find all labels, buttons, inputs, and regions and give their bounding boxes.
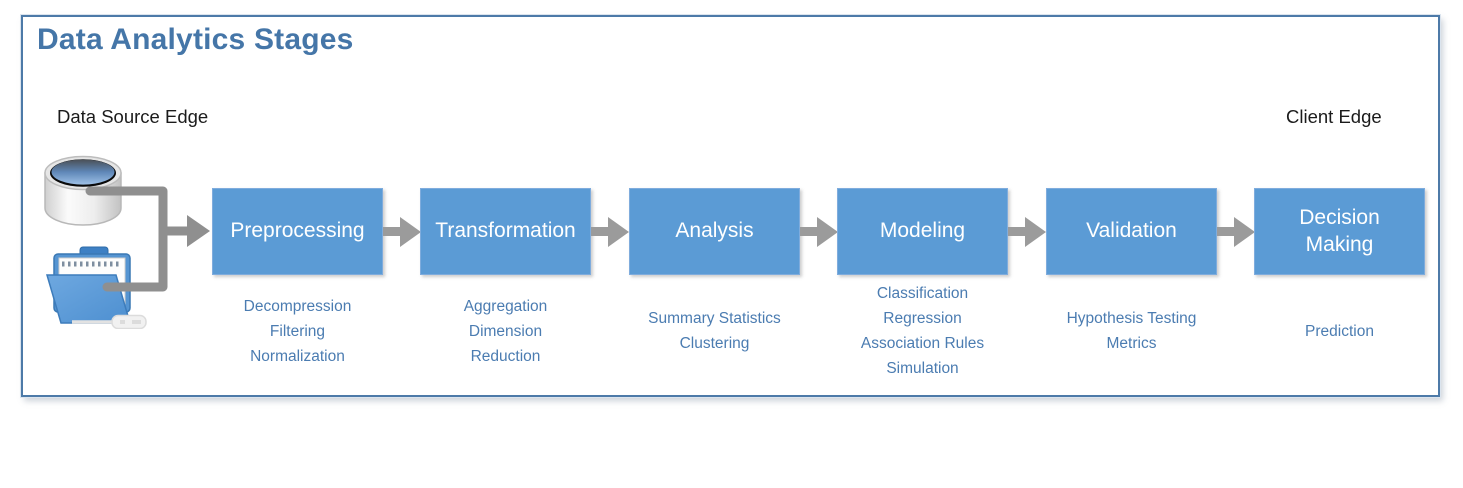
arrowhead-icon — [187, 215, 210, 247]
client-edge-label: Client Edge — [1286, 106, 1382, 127]
technique-item: Dimension — [468, 322, 543, 340]
database-icon — [44, 155, 122, 226]
technique-item: Hypothesis Testing — [1066, 310, 1197, 327]
diagram-title: Data Analytics Stages — [37, 23, 354, 56]
flow-arrow-icon — [1217, 188, 1255, 275]
arrow-shaft — [383, 227, 400, 236]
stage-box: Decision Making — [1254, 188, 1425, 275]
stage-box: Modeling — [837, 188, 1008, 275]
technique-item: Prediction — [1305, 322, 1374, 340]
connector-lines — [85, 186, 210, 292]
arrow-shaft — [1008, 227, 1025, 236]
technique-item: Filtering — [269, 322, 326, 340]
stage-label: Decision Making — [1299, 206, 1380, 256]
technique-item: Decompression — [243, 297, 352, 315]
stage-label: Validation — [1086, 219, 1177, 243]
technique-item: Classification — [876, 285, 969, 302]
flow-arrow-icon — [800, 188, 838, 275]
stage-label: Transformation — [435, 219, 576, 243]
technique-item: Normalization — [250, 347, 345, 365]
technique-item: Association Rules — [860, 335, 985, 352]
data-source-edge-label: Data Source Edge — [57, 106, 209, 127]
key-icon — [72, 314, 147, 329]
arrow-head — [817, 216, 838, 247]
arrow-shaft — [1217, 227, 1234, 236]
flow-arrow-icon — [383, 188, 421, 275]
technique-item: Aggregation — [463, 297, 548, 315]
arrow-head — [1025, 216, 1046, 247]
arrow-head — [1234, 216, 1255, 247]
flow-arrow-icon — [1008, 188, 1046, 275]
stage-label: Modeling — [879, 219, 966, 243]
stage-box: Validation — [1046, 188, 1217, 275]
flow-arrow-icon — [591, 188, 629, 275]
technique-item: Summary Statistics — [648, 310, 781, 327]
stage-box: Preprocessing — [212, 188, 383, 275]
technique-item: Simulation — [886, 360, 959, 377]
technique-item: Reduction — [470, 347, 541, 365]
arrow-head — [608, 216, 629, 247]
technique-item: Metrics — [1106, 335, 1157, 352]
technique-item: Regression — [883, 310, 962, 327]
arrow-head — [400, 216, 421, 247]
stage-column: Decision Making Prediction — [1254, 188, 1425, 488]
technique-item: Clustering — [679, 335, 750, 352]
stage-label: Analysis — [675, 219, 754, 243]
arrow-shaft — [800, 227, 817, 236]
stage-box: Transformation — [420, 188, 591, 275]
stage-techniques: Prediction — [1244, 281, 1435, 381]
stage-box: Analysis — [629, 188, 800, 275]
diagram-frame: Data Analytics Stages Data Source Edge C… — [21, 15, 1440, 397]
stage-label: Preprocessing — [230, 219, 365, 243]
arrow-shaft — [591, 227, 608, 236]
